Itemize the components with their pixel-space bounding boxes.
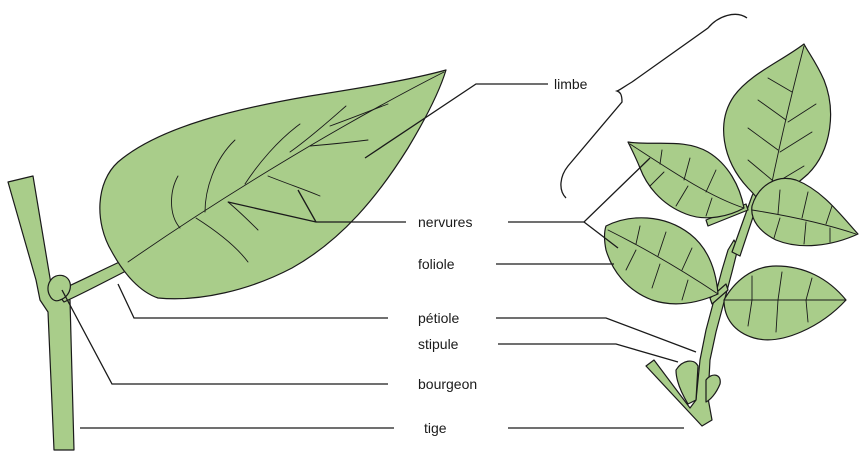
left-stem	[8, 176, 74, 450]
label-nervures: nervures	[418, 214, 472, 230]
lower-right-leaflet	[724, 266, 846, 340]
right-stipule	[706, 375, 720, 402]
left-leaf-blade	[100, 70, 446, 299]
label-limbe: limbe	[554, 76, 587, 92]
simple-leaf-illustration	[8, 70, 446, 450]
label-bourgeon: bourgeon	[418, 376, 477, 392]
leader-line-bourgeon	[62, 290, 388, 384]
leader-line-petiole-right	[496, 318, 696, 352]
label-foliole: foliole	[418, 256, 455, 272]
lower-left-leaflet	[605, 218, 719, 304]
leader-line-stipule	[498, 344, 678, 362]
compound-leaf-illustration	[605, 44, 859, 426]
leader-line-nervures-right	[508, 158, 650, 222]
label-stipule: stipule	[418, 336, 458, 352]
label-petiole: pétiole	[418, 310, 459, 326]
label-tige: tige	[424, 420, 447, 436]
